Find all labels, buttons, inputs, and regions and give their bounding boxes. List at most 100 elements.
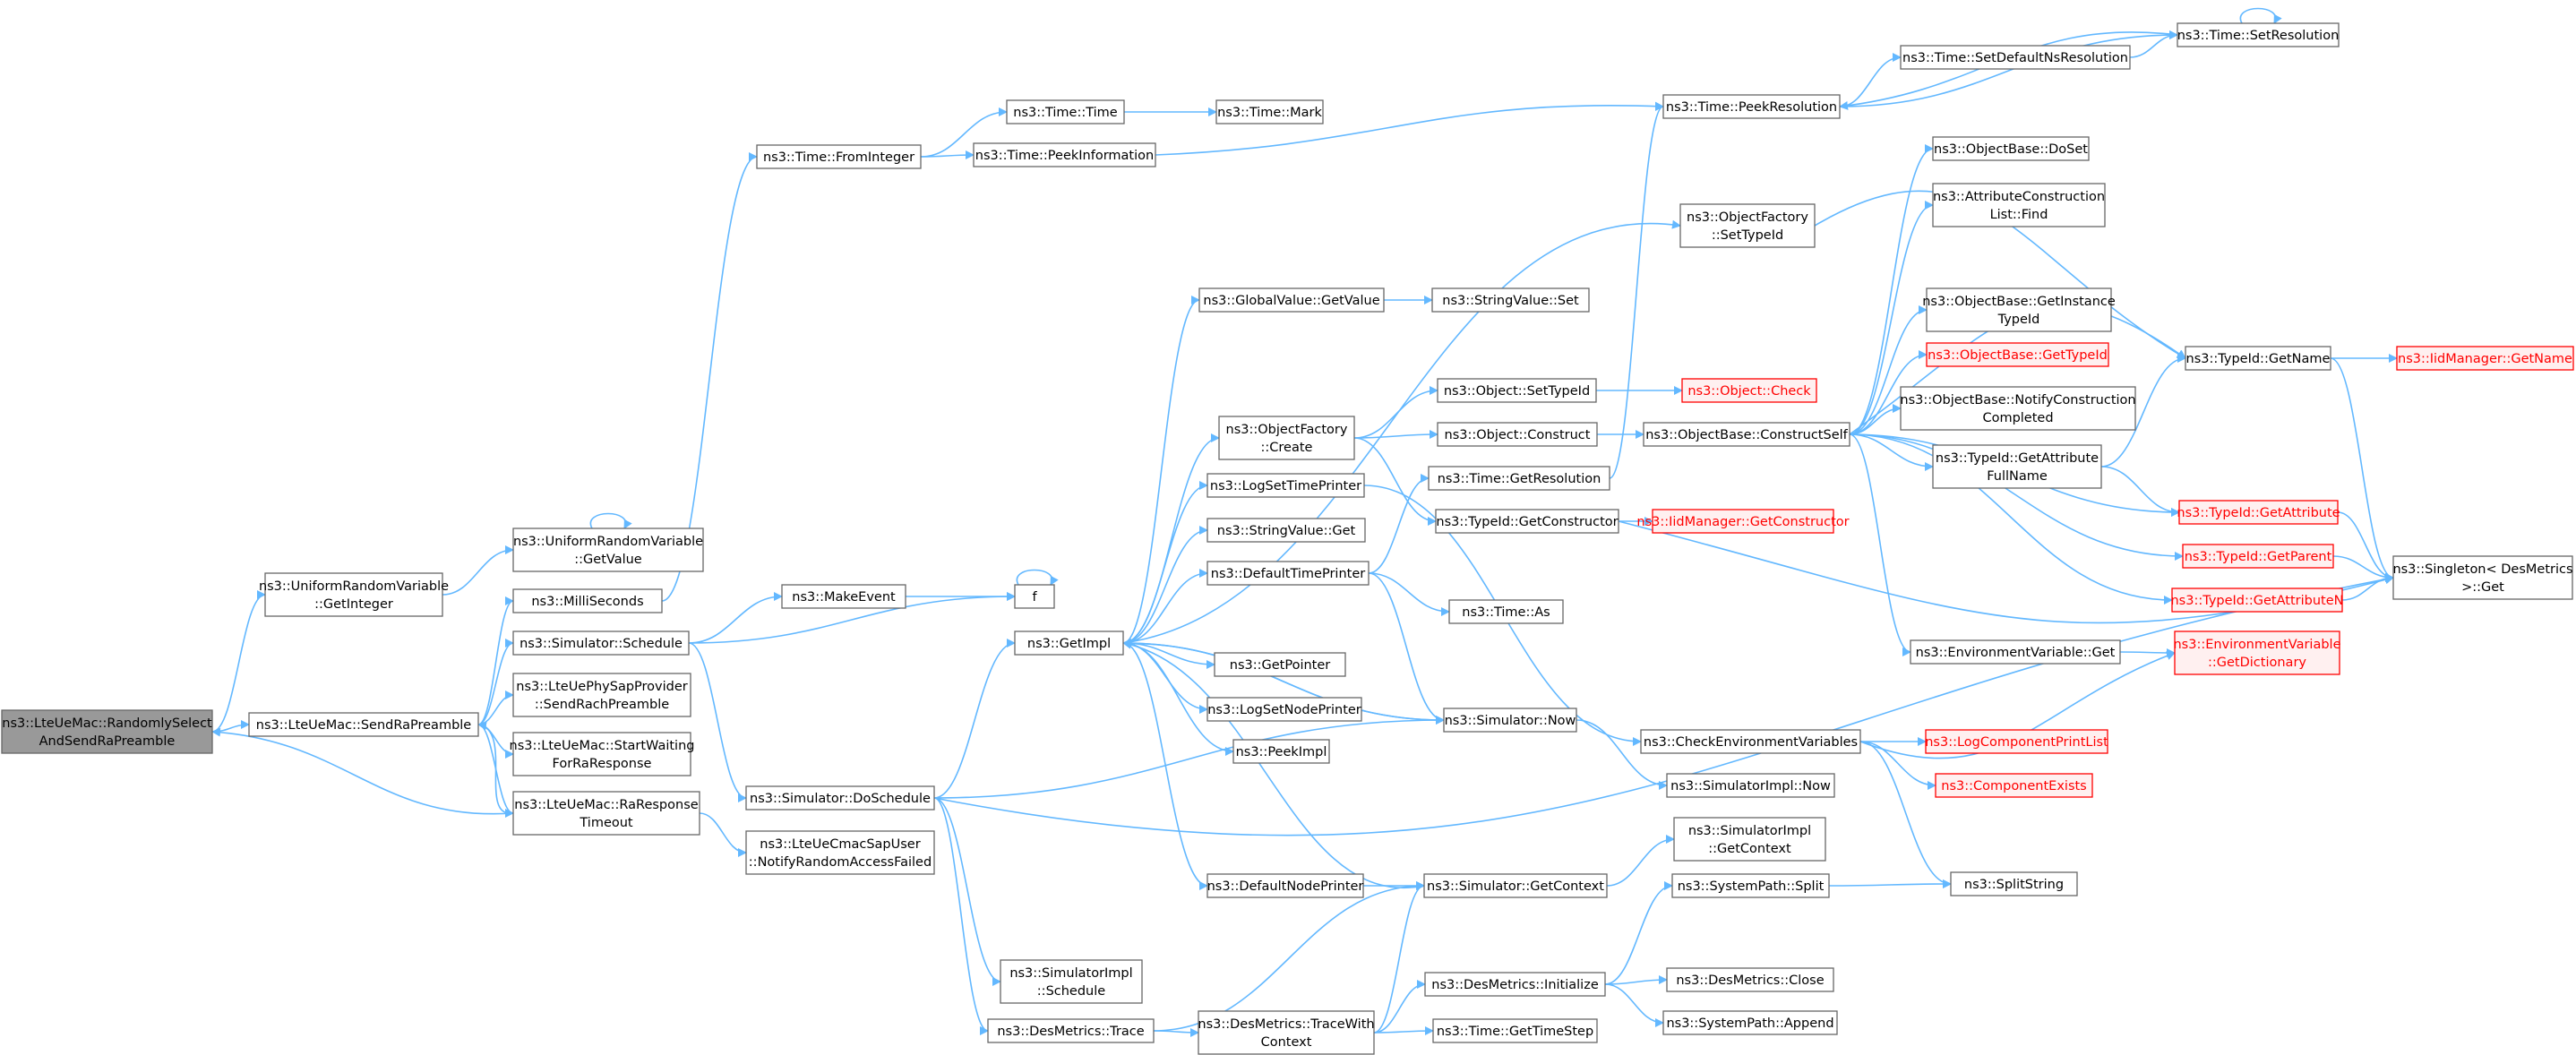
- graph-node-ns3-stringvalue-set[interactable]: ns3::StringValue::Set: [1431, 287, 1590, 313]
- call-edge: [920, 107, 1008, 158]
- graph-node-ns3-time-setresolution[interactable]: ns3::Time::SetResolution: [2177, 22, 2340, 47]
- graph-node-ns3-objectbase-gettypeid[interactable]: ns3::ObjectBase::GetTypeId: [1926, 342, 2109, 367]
- graph-node-ns3-singleton-desmetrics-get[interactable]: ns3::Singleton< DesMetrics>::Get: [2392, 555, 2573, 600]
- graph-node-ns3-lteuephysapprovider-sendrachpreamble[interactable]: ns3::LteUePhySapProvider::SendRachPreamb…: [512, 673, 691, 717]
- call-edge: [1849, 433, 1934, 471]
- node-box: [1428, 466, 1610, 491]
- call-edge: [1604, 983, 1664, 1027]
- node-label: ns3::UniformRandomVariable: [513, 535, 703, 549]
- node-label: ns3::Object::Check: [1687, 384, 1811, 399]
- graph-node-ns3-time-peekinformation[interactable]: ns3::Time::PeekInformation: [973, 142, 1156, 167]
- graph-node-ns3-desmetrics-trace[interactable]: ns3::DesMetrics::Trace: [987, 1018, 1155, 1043]
- graph-node-ns3-time-peekresolution[interactable]: ns3::Time::PeekResolution: [1662, 94, 1841, 119]
- call-edge: [1122, 639, 1445, 721]
- graph-node-ns3-typeid-getattribute[interactable]: ns3::TypeId::GetAttribute: [2177, 500, 2340, 525]
- graph-node-ns3-simulator-now[interactable]: ns3::Simulator::Now: [1443, 708, 1577, 733]
- node-label: ns3::LteUeCmacSapUser: [760, 837, 920, 852]
- graph-node-ns3-defaultnodeprinter[interactable]: ns3::DefaultNodePrinter: [1206, 873, 1364, 898]
- graph-node-ns3-objectbase-constructself[interactable]: ns3::ObjectBase::ConstructSelf: [1643, 422, 1850, 447]
- graph-node-ns3-typeid-getattributen[interactable]: ns3::TypeId::GetAttributeN: [2170, 588, 2344, 613]
- graph-node-ns3-objectfactory-settypeid[interactable]: ns3::ObjectFactory::SetTypeId: [1679, 203, 1816, 248]
- call-edge: [1122, 481, 1208, 644]
- graph-node-ns3-lteuemac-sendrapreamble[interactable]: ns3::LteUeMac::SendRaPreamble: [248, 712, 479, 737]
- node-box: [745, 830, 935, 875]
- graph-node-ns3-desmetrics-initialize[interactable]: ns3::DesMetrics::Initialize: [1424, 972, 1606, 997]
- graph-node-ns3-checkenvironmentvariables[interactable]: ns3::CheckEnvironmentVariables: [1640, 729, 1861, 754]
- call-edge: [1828, 879, 1952, 889]
- graph-node-ns3-object-check[interactable]: ns3::Object::Check: [1681, 378, 1817, 403]
- node-label: ns3::SimulatorImpl: [1009, 966, 1132, 981]
- graph-node-ns3-systempath-append[interactable]: ns3::SystemPath::Append: [1662, 1010, 1838, 1035]
- graph-node-ns3-simulator-getcontext[interactable]: ns3::Simulator::GetContext: [1423, 873, 1608, 898]
- graph-node-ns3-objectbase-notifyconstructioncompleted[interactable]: ns3::ObjectBase::NotifyConstructionCompl…: [1900, 386, 2136, 431]
- graph-node-ns3-time-frominteger[interactable]: ns3::Time::FromInteger: [756, 144, 922, 169]
- graph-node-ns3-iidmanager-getconstructor[interactable]: ns3::IidManager::GetConstructor: [1636, 509, 1850, 534]
- graph-node-ns3-environmentvariable-get[interactable]: ns3::EnvironmentVariable::Get: [1910, 639, 2121, 665]
- graph-node-ns3-globalvalue-getvalue[interactable]: ns3::GlobalValue::GetValue: [1198, 287, 1385, 313]
- graph-node-ns3-time-time[interactable]: ns3::Time::Time: [1006, 99, 1125, 124]
- graph-node-ns3-object-construct[interactable]: ns3::Object::Construct: [1437, 422, 1598, 447]
- node-box: [1218, 416, 1355, 460]
- graph-node-ns3-makeevent[interactable]: ns3::MakeEvent: [781, 584, 906, 609]
- call-edge: [1122, 639, 1425, 888]
- graph-node-ns3-milliseconds[interactable]: ns3::MilliSeconds: [512, 588, 663, 613]
- graph-node-ns3-time-getresolution[interactable]: ns3::Time::GetResolution: [1428, 466, 1610, 491]
- call-edge: [2119, 648, 2176, 657]
- graph-node-ns3-objectbase-doset[interactable]: ns3::ObjectBase::DoSet: [1932, 136, 2090, 161]
- graph-node-ns3-environmentvariable-getdictionary[interactable]: ns3::EnvironmentVariable::GetDictionary: [2173, 630, 2341, 675]
- graph-node-ns3-defaulttimeprinter[interactable]: ns3::DefaultTimePrinter: [1206, 561, 1370, 586]
- call-edge: [1122, 569, 1208, 644]
- graph-node-ns3-uniformrandomvariable-getvalue[interactable]: ns3::UniformRandomVariable::GetValue: [512, 528, 704, 572]
- call-edge: [1122, 642, 1208, 890]
- node-box: [1673, 817, 1826, 862]
- node-label: ns3::SystemPath::Split: [1678, 879, 1825, 894]
- call-edge: [1373, 881, 1425, 1034]
- graph-node-ns3-lteuemac-randomlyselectandsendrapreamble[interactable]: ns3::LteUeMac::RandomlySelectAndSendRaPr…: [1, 709, 213, 754]
- graph-node-ns3-object-settypeid[interactable]: ns3::Object::SetTypeId: [1437, 378, 1597, 403]
- graph-node-ns3-time-as[interactable]: ns3::Time::As: [1448, 599, 1564, 624]
- call-edge: [1849, 433, 2184, 561]
- graph-node-ns3-splitstring[interactable]: ns3::SplitString: [1950, 871, 2078, 896]
- node-box: [2185, 346, 2331, 371]
- graph-node-ns3-time-gettimestep[interactable]: ns3::Time::GetTimeStep: [1432, 1018, 1598, 1043]
- graph-node-ns3-desmetrics-close[interactable]: ns3::DesMetrics::Close: [1666, 967, 1834, 992]
- graph-node-ns3-getpointer[interactable]: ns3::GetPointer: [1214, 652, 1346, 677]
- graph-node-ns3-peekimpl[interactable]: ns3::PeekImpl: [1232, 739, 1330, 764]
- node-box: [1932, 136, 2090, 161]
- graph-node-ns3-simulator-schedule[interactable]: ns3::Simulator::Schedule: [512, 630, 690, 656]
- graph-node-ns3-objectfactory-create[interactable]: ns3::ObjectFactory::Create: [1218, 416, 1355, 460]
- graph-node-ns3-getimpl[interactable]: ns3::GetImpl: [1014, 630, 1124, 656]
- graph-node-ns3-time-mark[interactable]: ns3::Time::Mark: [1215, 99, 1324, 124]
- graph-node-ns3-typeid-getparent[interactable]: ns3::TypeId::GetParent: [2182, 544, 2334, 569]
- graph-node-ns3-simulatorimpl-now[interactable]: ns3::SimulatorImpl::Now: [1666, 773, 1835, 798]
- call-edge: [442, 545, 514, 596]
- graph-node-ns3-stringvalue-get[interactable]: ns3::StringValue::Get: [1206, 518, 1366, 543]
- node-box: [1926, 287, 2112, 332]
- graph-node-ns3-typeid-getconstructor[interactable]: ns3::TypeId::GetConstructor: [1435, 509, 1619, 534]
- graph-node-ns3-simulatorimpl-getcontext[interactable]: ns3::SimulatorImpl::GetContext: [1673, 817, 1826, 862]
- graph-node-ns3-iidmanager-getname[interactable]: ns3::IidManager::GetName: [2396, 346, 2574, 371]
- call-edge: [1849, 433, 2173, 605]
- node-box: [512, 673, 691, 717]
- graph-node-ns3-logsetnodeprinter[interactable]: ns3::LogSetNodePrinter: [1206, 697, 1362, 722]
- graph-node-ns3-lteuecmacsapuser-notifyrandomaccessfailed[interactable]: ns3::LteUeCmacSapUser::NotifyRandomAcces…: [745, 830, 935, 875]
- graph-node-ns3-simulator-doschedule[interactable]: ns3::Simulator::DoSchedule: [745, 785, 935, 811]
- graph-node-ns3-logsettimeprinter[interactable]: ns3::LogSetTimePrinter: [1206, 473, 1365, 498]
- graph-node-ns3-time-setdefaultnsresolution[interactable]: ns3::Time::SetDefaultNsResolution: [1900, 45, 2131, 70]
- graph-node-ns3-uniformrandomvariable-getinteger[interactable]: ns3::UniformRandomVariable::GetInteger: [259, 572, 449, 617]
- graph-node-ns3-typeid-getname[interactable]: ns3::TypeId::GetName: [2185, 346, 2331, 371]
- node-box: [1925, 729, 2108, 754]
- node-box: [512, 630, 690, 656]
- graph-node-ns3-systempath-split[interactable]: ns3::SystemPath::Split: [1671, 873, 1830, 898]
- graph-node-ns3-logcomponentprintlist[interactable]: ns3::LogComponentPrintList: [1925, 729, 2108, 754]
- graph-node-ns3-simulatorimpl-schedule[interactable]: ns3::SimulatorImpl::Schedule: [1000, 959, 1143, 1004]
- node-label: AndSendRaPreamble: [39, 734, 176, 749]
- graph-node-ns3-componentexists[interactable]: ns3::ComponentExists: [1935, 773, 2093, 798]
- graph-node-f[interactable]: f: [1014, 584, 1055, 609]
